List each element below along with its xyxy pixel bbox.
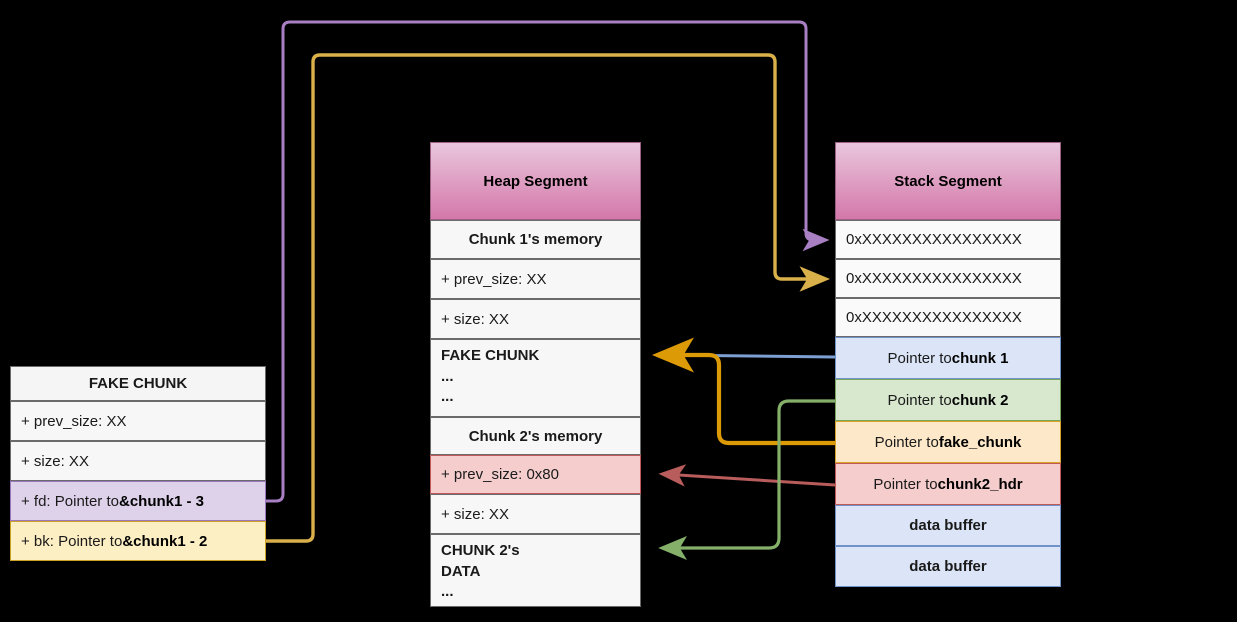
heap-row-chunk2-data-block: CHUNK 2's DATA ... — [430, 534, 641, 607]
fake-chunk-box: FAKE CHUNK + prev_size: XX + size: XX + … — [10, 366, 266, 561]
heap-row-chunk1-prev-size: + prev_size: XX — [430, 259, 641, 299]
stack-segment-box: Stack Segment 0xXXXXXXXXXXXXXXXX 0xXXXXX… — [835, 142, 1061, 587]
heap-row-chunk2-memory: Chunk 2's memory — [430, 417, 641, 455]
stack-row-ptr-fake-chunk-target: fake_chunk — [938, 433, 1022, 451]
heap-chunk2-data-ellipsis: ... — [441, 583, 454, 601]
stack-row-ptr-chunk1-target: chunk 1 — [951, 349, 1009, 367]
fake-chunk-row-fd-prefix: + fd: Pointer to — [21, 492, 119, 510]
fake-chunk-title: FAKE CHUNK — [10, 366, 266, 401]
stack-row-ptr-chunk2-hdr: Pointer to chunk2_hdr — [835, 463, 1061, 505]
fake-chunk-row-size: + size: XX — [10, 441, 266, 481]
heap-segment-box: Heap Segment Chunk 1's memory + prev_siz… — [430, 142, 641, 607]
heap-segment-title: Heap Segment — [430, 142, 641, 220]
heap-fake-chunk-label: FAKE CHUNK — [441, 347, 540, 364]
stack-row-ptr-fake-chunk: Pointer to fake_chunk — [835, 421, 1061, 463]
heap-row-chunk2-prev-size: + prev_size: 0x80 — [430, 455, 641, 494]
heap-row-chunk1-memory: Chunk 1's memory — [430, 220, 641, 259]
stack-row-ptr-chunk2-target: chunk 2 — [951, 391, 1009, 409]
wire-ptr-fake-chunk-to-fake-chunk — [652, 337, 835, 446]
stack-row-ptr-chunk1: Pointer to chunk 1 — [835, 337, 1061, 379]
stack-row-ptr-chunk1-prefix: Pointer to — [887, 349, 952, 367]
heap-row-chunk1-size: + size: XX — [430, 299, 641, 339]
stack-row-ptr-chunk2-hdr-target: chunk2_hdr — [937, 475, 1023, 493]
wire-ptr-chunk1-to-fake-chunk — [654, 344, 836, 367]
stack-row-ptr-chunk2-hdr-prefix: Pointer to — [873, 475, 938, 493]
heap-fake-chunk-ellipsis-1: ... — [441, 367, 454, 385]
heap-fake-chunk-ellipsis-2: ... — [441, 388, 454, 406]
heap-row-chunk2-size: + size: XX — [430, 494, 641, 534]
heap-chunk2-data-line-2: DATA — [441, 562, 481, 580]
wire-ptr-chunk2-hdr-to-prev-size — [658, 464, 836, 487]
stack-segment-title: Stack Segment — [835, 142, 1061, 220]
stack-row-ptr-chunk2-prefix: Pointer to — [887, 391, 952, 409]
stack-row-addr-2: 0xXXXXXXXXXXXXXXXX — [835, 259, 1061, 298]
wire-ptr-chunk2-to-chunk2-data — [658, 399, 835, 560]
stack-row-data-buffer-2: data buffer — [835, 546, 1061, 587]
fake-chunk-row-fd-target: &chunk1 - 3 — [118, 492, 205, 510]
stack-row-ptr-fake-chunk-prefix: Pointer to — [874, 433, 939, 451]
fake-chunk-row-fd: + fd: Pointer to &chunk1 - 3 — [10, 481, 266, 521]
stack-row-ptr-chunk2: Pointer to chunk 2 — [835, 379, 1061, 421]
fake-chunk-row-bk-prefix: + bk: Pointer to — [21, 532, 123, 550]
fake-chunk-row-bk: + bk: Pointer to &chunk1 - 2 — [10, 521, 266, 561]
fake-chunk-row-bk-target: &chunk1 - 2 — [122, 532, 208, 550]
fake-chunk-row-prev-size: + prev_size: XX — [10, 401, 266, 441]
stack-row-data-buffer-1: data buffer — [835, 505, 1061, 546]
stack-row-addr-3: 0xXXXXXXXXXXXXXXXX — [835, 298, 1061, 337]
stack-row-addr-1: 0xXXXXXXXXXXXXXXXX — [835, 220, 1061, 259]
heap-row-fake-chunk-block: FAKE CHUNK ... ... — [430, 339, 641, 417]
heap-chunk2-data-line-1: CHUNK 2's — [441, 542, 520, 559]
